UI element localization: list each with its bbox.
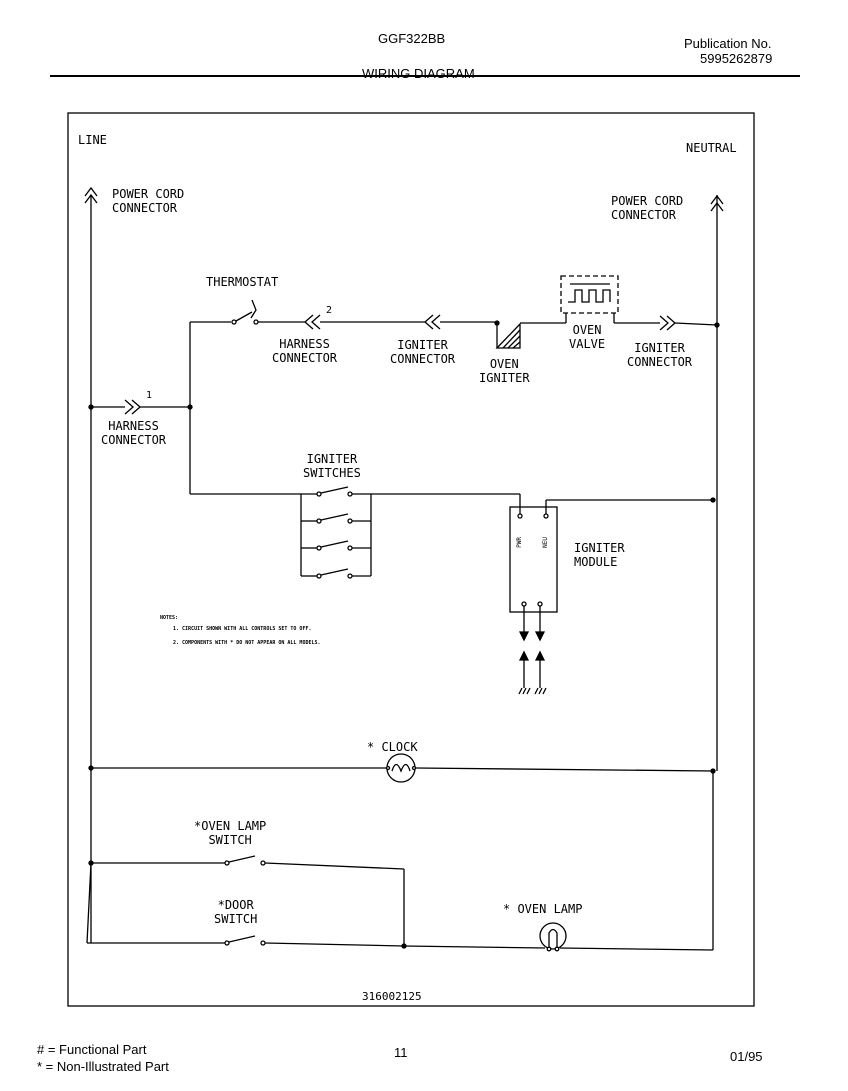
page-number: 11 xyxy=(394,1045,408,1060)
header-rule xyxy=(50,75,800,77)
legend-functional-part: # = Functional Part xyxy=(37,1042,147,1057)
diagram-number: 316002125 xyxy=(362,990,422,1003)
oven-valve-label: OVEN VALVE xyxy=(569,323,606,351)
igniter-module-label: IGNITER MODULE xyxy=(574,541,625,569)
oven-lamp-switch-label: *OVEN LAMP SWITCH xyxy=(194,819,267,847)
igniter-connector-left-label: IGNITER CONNECTOR xyxy=(390,338,456,366)
harness-connector-2-label: HARNESS CONNECTOR xyxy=(272,337,338,365)
publication-label: Publication No. xyxy=(684,36,772,51)
power-cord-connector-left: POWER CORD CONNECTOR xyxy=(112,187,185,215)
page-title: WIRING DIAGRAM xyxy=(362,66,475,81)
igniter-connector-right-label: IGNITER CONNECTOR xyxy=(627,341,693,369)
notes-title: NOTES: xyxy=(160,615,179,621)
publication-number: 5995262879 xyxy=(700,51,773,66)
legend-non-illustrated-part: * = Non-Illustrated Part xyxy=(37,1059,169,1074)
harness-connector-2-number: 2 xyxy=(326,305,333,316)
power-cord-connector-right: POWER CORD CONNECTOR xyxy=(611,194,684,222)
diagram-frame xyxy=(67,112,755,1007)
neutral-label: NEUTRAL xyxy=(686,141,737,155)
module-pin-pwr-label: PWR xyxy=(516,537,523,548)
harness-connector-1-number: 1 xyxy=(146,390,153,401)
note-2: 2. COMPONENTS WITH * DO NOT APPEAR ON AL… xyxy=(173,640,321,646)
thermostat-label: THERMOSTAT xyxy=(206,275,279,289)
revision-date: 01/95 xyxy=(730,1049,763,1064)
line-label: LINE xyxy=(78,133,107,147)
model-number: GGF322BB xyxy=(378,31,446,46)
module-pin-neu-label: NEU xyxy=(542,537,549,548)
oven-igniter-label: OVEN IGNITER xyxy=(479,357,530,385)
igniter-switches-label: IGNITER SWITCHES xyxy=(303,452,361,480)
note-1: 1. CIRCUIT SHOWN WITH ALL CONTROLS SET T… xyxy=(173,626,312,632)
harness-connector-1-label: HARNESS CONNECTOR xyxy=(101,419,167,447)
clock-label: * CLOCK xyxy=(367,740,418,754)
oven-lamp-label: * OVEN LAMP xyxy=(503,902,583,916)
door-switch-label: *DOOR SWITCH xyxy=(214,898,258,926)
